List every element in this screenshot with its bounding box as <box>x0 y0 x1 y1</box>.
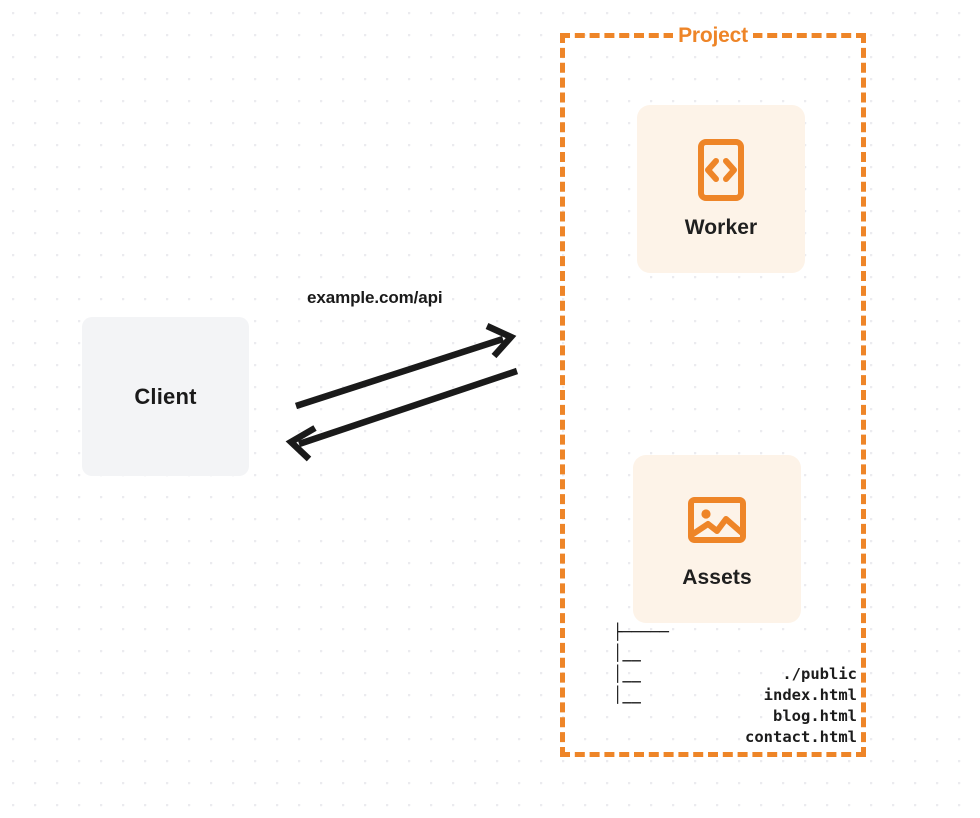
file-tree-item-name: contact.html <box>745 728 857 746</box>
client-node: Client <box>82 317 249 476</box>
file-tree-root-row: ├───── ./public <box>613 622 858 683</box>
client-node-label: Client <box>134 383 197 409</box>
response-arrow <box>285 367 519 462</box>
tree-branch-glyph: │__ <box>613 686 641 704</box>
project-group: Project Worker Assets ├───── ./publ <box>560 22 866 757</box>
file-tree-item: │__ blog.html <box>613 664 858 725</box>
worker-card[interactable]: Worker <box>637 105 805 273</box>
tree-branch-glyph: ├───── <box>613 623 669 641</box>
assets-file-tree: ├───── ./public │__ index.html │__ blog.… <box>613 622 858 746</box>
image-icon <box>688 497 746 543</box>
tree-branch-glyph: │__ <box>613 665 641 683</box>
project-group-label: Project <box>565 22 861 50</box>
request-arrow <box>294 323 517 410</box>
assets-card-label: Assets <box>682 566 752 589</box>
file-tree-item-name: blog.html <box>773 707 857 725</box>
file-tree-item-name: index.html <box>763 686 857 704</box>
code-brackets-icon <box>698 139 744 201</box>
file-tree-root-name: ./public <box>782 665 857 683</box>
project-group-label-text: Project <box>673 22 753 50</box>
file-tree-item: │__ contact.html <box>613 685 858 746</box>
request-url-label: example.com/api <box>307 288 443 307</box>
tree-branch-glyph: │__ <box>613 644 641 662</box>
worker-card-label: Worker <box>684 216 758 239</box>
file-tree-item: │__ index.html <box>613 643 858 704</box>
assets-card[interactable]: Assets <box>633 455 801 623</box>
